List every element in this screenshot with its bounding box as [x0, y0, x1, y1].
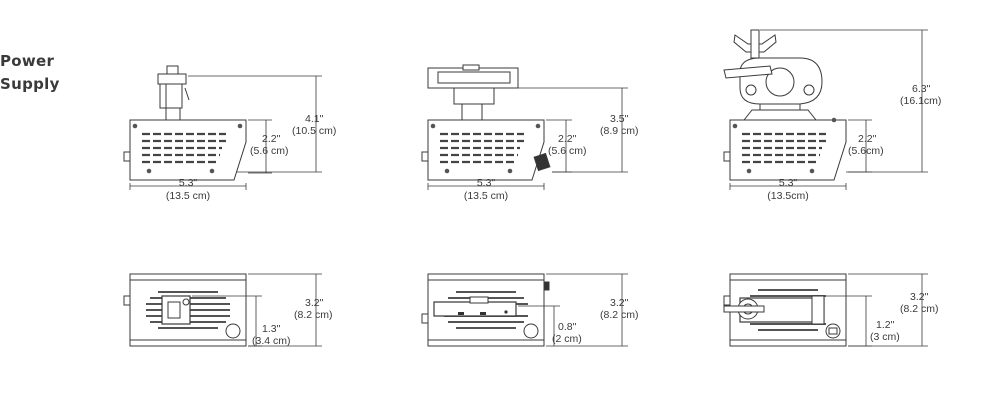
adapter-head [157, 73, 187, 85]
cable-gland [533, 152, 551, 172]
round-port [523, 323, 539, 339]
dimension-lines [192, 273, 322, 347]
depth-inch: 3.2" [910, 291, 929, 303]
side-knob [123, 295, 131, 306]
offset-cm: (2 cm) [552, 333, 582, 345]
view-clamp-side: 5.3" (13.5cm) 2.2" (5.6cm) 6.3" (16.1cm) [723, 29, 941, 202]
screws [430, 123, 541, 174]
adapter-stem [159, 83, 183, 109]
title-line-2: Supply [0, 75, 60, 93]
depth-inch: 3.2" [305, 297, 324, 309]
total-height-cm: (10.5 cm) [292, 125, 336, 137]
wing-nut-stem [750, 29, 760, 59]
screws [732, 117, 837, 174]
clamp-handle [723, 305, 765, 313]
width-inch: 5.3" [179, 177, 198, 189]
rail-adapter [427, 67, 519, 89]
dimension-lines [729, 29, 928, 190]
depth-cm: (8.2 cm) [294, 309, 333, 321]
dimension-lines [826, 273, 928, 347]
view-rail-adapter-bottom: 3.2" (8.2 cm) 0.8" (2 cm) [421, 273, 639, 347]
width-cm: (13.5 cm) [166, 190, 210, 202]
total-height-inch: 3.5" [610, 113, 629, 125]
adapter-pin [184, 87, 190, 101]
total-height-inch: 6.3" [912, 83, 931, 95]
body-height-cm: (5.6 cm) [250, 145, 289, 157]
rail-mount [453, 87, 495, 105]
offset-cm: (3 cm) [870, 331, 900, 343]
vent-slots [742, 132, 826, 164]
port-connector [825, 323, 841, 339]
body-height-inch: 2.2" [858, 133, 877, 145]
view-clamp-bottom: 3.2" (8.2 cm) 1.2" (3 cm) [723, 273, 939, 347]
round-port [225, 323, 241, 339]
depth-inch: 3.2" [610, 297, 629, 309]
body-height-cm: (5.6 cm) [548, 145, 587, 157]
screws [132, 123, 243, 174]
side-knob [421, 151, 429, 162]
view-track-adapter-bottom: 3.2" (8.2 cm) 1.3" (3.4 cm) [123, 273, 333, 347]
vent-slots [440, 132, 524, 164]
offset-cm: (3.4 cm) [252, 335, 291, 347]
depth-cm: (8.2 cm) [900, 303, 939, 315]
adapter-clip [167, 301, 181, 319]
total-height-cm: (16.1cm) [900, 95, 941, 107]
width-inch: 5.3" [779, 177, 798, 189]
side-knob [723, 295, 731, 306]
view-rail-adapter-side: 5.3" (13.5 cm) 2.2" (5.6 cm) 3.5" (8.9 c… [421, 64, 639, 202]
rail-notch [469, 296, 489, 304]
section-title: Power Supply [0, 50, 90, 96]
clamp-lever [723, 65, 773, 79]
adapter-base [165, 107, 181, 121]
clamp-pivot [745, 84, 757, 96]
clamp-plate [742, 109, 818, 121]
offset-inch: 0.8" [558, 321, 577, 333]
body-height-inch: 2.2" [262, 133, 281, 145]
depth-cm: (8.2 cm) [600, 309, 639, 321]
body-height-cm: (5.6cm) [848, 145, 884, 157]
clamp-opening [765, 67, 795, 97]
offset-inch: 1.2" [876, 319, 895, 331]
total-height-cm: (8.9 cm) [600, 125, 639, 137]
dimension-lines [427, 87, 628, 190]
dimension-lines [518, 273, 628, 347]
rail-slot [437, 71, 511, 84]
width-inch: 5.3" [477, 177, 496, 189]
view-track-adapter-side: 5.3" (13.5 cm) 2.2" (5.6 cm) 4.1" (10.5 … [123, 65, 336, 202]
side-knob [723, 151, 731, 162]
offset-inch: 1.3" [262, 323, 281, 335]
width-cm: (13.5 cm) [464, 190, 508, 202]
side-knob [421, 313, 429, 324]
side-knob [123, 151, 131, 162]
dimension-lines [129, 75, 322, 190]
clamp-pivot-2 [803, 84, 815, 96]
rail-stem [461, 103, 483, 121]
rail-details [458, 310, 508, 315]
rear-tab [543, 281, 550, 291]
rail-cap [462, 64, 480, 71]
total-height-inch: 4.1" [305, 113, 324, 125]
rail-adapter [433, 301, 517, 317]
body-height-inch: 2.2" [558, 133, 577, 145]
screw-hole [182, 298, 190, 306]
width-cm: (13.5cm) [767, 190, 808, 202]
title-line-1: Power [0, 52, 55, 70]
clamp-plate-end [811, 295, 825, 325]
vent-slots [142, 132, 226, 164]
